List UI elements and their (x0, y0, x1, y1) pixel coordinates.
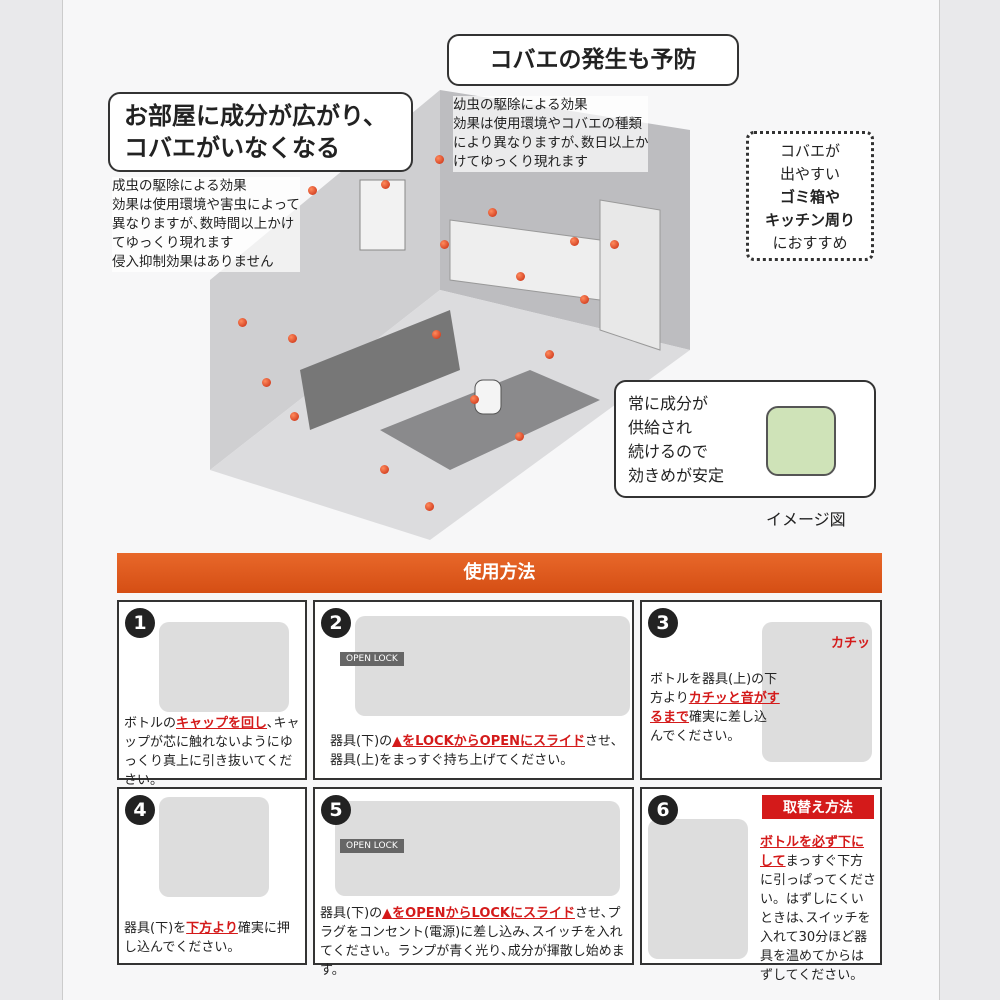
note-line: けてゆっくり現れます (453, 154, 588, 170)
step-number: 4 (125, 795, 155, 825)
fridge (599, 199, 661, 351)
step-number: 3 (648, 608, 678, 638)
step-instruction: ボトルを器具(上)の下方よりカチッと音がするまで確実に差し込んでください。 (650, 670, 780, 746)
instruction-text: 器具(下)の (320, 906, 383, 921)
highlight-text: ▲をLOCKからOPENにスライド (392, 734, 585, 749)
stable-line: 供給され (628, 418, 693, 437)
highlight-text: ボトルを必ず下にして (760, 835, 865, 869)
note-line: 効果は使用環境やコバエの種類 (453, 116, 642, 132)
usage-step-6: 6 取替え方法ボトルを必ず下にしてまっすぐ下方に引っぱってください。はずしにくいと… (640, 787, 882, 983)
instruction-text: ボトルを器具(上)の下方より (650, 672, 778, 706)
usage-step-3: 3 カチッボトルを器具(上)の下方よりカチッと音がするまで確実に差し込んでください… (640, 600, 882, 780)
note-line: 効果は使用環境や害虫によって (112, 197, 300, 213)
step-instruction: 器具(下)の▲をLOCKからOPENにスライドさせ､器具(上)をまっすぐ持ち上げ… (330, 732, 630, 770)
step-instruction: 器具(下)の▲をOPENからLOCKにスライドさせ､プラグをコンセント(電源)に… (320, 904, 630, 980)
instruction-text: 器具(下)を (124, 921, 187, 936)
stable-line: 続けるので (628, 442, 709, 461)
recommend-line: ゴミ箱や (779, 188, 840, 206)
note-line: 成虫の駆除による効果 (112, 178, 247, 194)
image-label: イメージ図 (766, 510, 846, 529)
highlight-text: キャップを回し (176, 716, 268, 731)
headline-line1: お部屋に成分が広がり、 (124, 102, 388, 130)
instruction-text: 確実に差し込んでください。 (650, 710, 768, 744)
stable-effect-bubble: 常に成分が 供給され 続けるので 効きめが安定 (614, 380, 876, 498)
step-illustration (762, 622, 872, 762)
recommend-line: 出やすい (779, 165, 840, 183)
step-illustration (648, 819, 748, 959)
note-line: 異なりますが､数時間以上かけ (112, 216, 295, 232)
usage-step-4: 4 器具(下)を下方より確実に押し込んでください。 (117, 787, 307, 965)
instruction-text: 確実に押し込んでください。 (124, 921, 290, 955)
step-number: 6 (648, 795, 678, 825)
step-instruction: 器具(下)を下方より確実に押し込んでください。 (124, 919, 302, 957)
instruction-text: させ､器具(上)をまっすぐ持ち上げてください。 (330, 734, 618, 768)
device (474, 379, 502, 415)
step-instruction: ボトルのキャップを回し､キャップが芯に触れないようにゆっくり真上に引き抜いてくだ… (124, 714, 302, 790)
note-line: 幼虫の駆除による効果 (453, 97, 588, 113)
step-instruction: ボトルを必ず下にしてまっすぐ下方に引っぱってください。はずしにくいときは､スイッ… (760, 833, 876, 985)
device-cutaway-icon (766, 406, 836, 476)
note-line: により異なりますが､数日以上か (453, 135, 649, 151)
rug (380, 370, 600, 470)
step-illustration (355, 616, 630, 716)
instruction-text: ､キャップが芯に触れないようにゆっくり真上に引き抜いてください。 (124, 716, 300, 788)
headline-line2: コバエがいなくなる (124, 134, 340, 162)
window (359, 179, 406, 251)
usage-title-bar: 使用方法 (117, 553, 882, 593)
note-line: 侵入抑制効果はありません (112, 254, 274, 270)
note-line: てゆっくり現れます (112, 235, 234, 251)
recommend-line: キッチン周り (764, 211, 855, 229)
headline-bubble-right: コバエの発生も予防 (447, 34, 739, 86)
headline-bubble-left: お部屋に成分が広がり、 コバエがいなくなる (108, 92, 413, 172)
adult-effect-note: 成虫の駆除による効果 効果は使用環境や害虫によって 異なりますが､数時間以上かけ… (112, 177, 300, 272)
usage-step-1: 1 ボトルのキャップを回し､キャップが芯に触れないようにゆっくり真上に引き抜いてく… (117, 600, 307, 788)
replace-method-badge: 取替え方法 (762, 795, 874, 819)
step-illustration (159, 622, 289, 712)
larva-effect-note: 幼虫の駆除による効果 効果は使用環境やコバエの種類 により異なりますが､数日以上… (453, 96, 649, 172)
recommend-line: におすすめ (772, 234, 848, 252)
recommend-line: コバエが (779, 142, 840, 160)
instruction-text: まっすぐ下方に引っぱってください。はずしにくいときは､スイッチを入れて30分ほど… (760, 854, 876, 983)
stable-line: 効きめが安定 (628, 466, 725, 485)
highlight-text: 下方より (186, 921, 238, 936)
stable-line: 常に成分が (628, 394, 709, 413)
recommend-box: コバエが 出やすい ゴミ箱や キッチン周り におすすめ (746, 131, 874, 261)
step-number: 5 (321, 795, 351, 825)
open-lock-label: OPEN LOCK (340, 652, 404, 666)
instruction-text: ボトルの (124, 716, 177, 731)
highlight-text: ▲をOPENからLOCKにスライド (382, 906, 575, 921)
step-number: 2 (321, 608, 351, 638)
step-number: 1 (125, 608, 155, 638)
sofa (300, 310, 460, 430)
instruction-text: させ､プラグをコンセント(電源)に差し込み､スイッチを入れてください。ランプが青… (320, 906, 625, 978)
highlight-text: カチッと音がするまで (650, 691, 780, 725)
instruction-text: 器具(下)の (330, 734, 393, 749)
step-illustration (159, 797, 269, 897)
click-sound-label: カチッ (830, 636, 870, 651)
open-lock-label: OPEN LOCK (340, 839, 404, 853)
